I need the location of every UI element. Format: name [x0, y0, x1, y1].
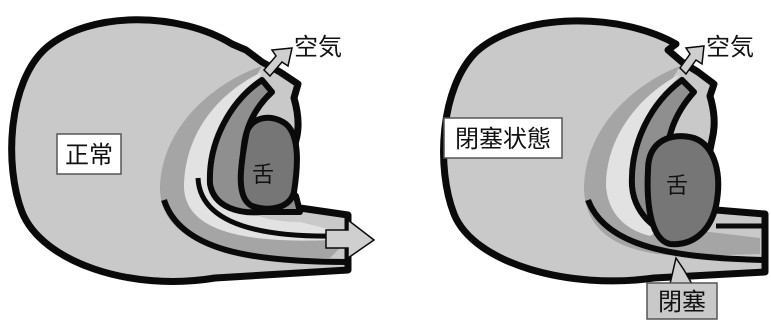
- obstruction-label: 閉塞: [658, 288, 706, 316]
- normal-throat-upper-wall: [195, 177, 341, 239]
- normal-air-label: 空気: [294, 33, 342, 61]
- obstructed-air-label: 空気: [706, 33, 754, 61]
- normal-airflow-arrow: [325, 218, 376, 260]
- normal-throat-wall: [161, 199, 349, 265]
- obstructed-airway-channel: [606, 74, 680, 236]
- obstructed-tongue-label: 舌: [666, 174, 688, 199]
- normal-state-box: [56, 133, 122, 175]
- obstructed-state-label: 閉塞状態: [455, 125, 551, 153]
- obstructed-state-box: [443, 117, 563, 159]
- normal-air-inlet-arrow: [262, 47, 293, 78]
- normal-panel: 空気 舌 正常: [8, 16, 376, 285]
- obstructed-throat-wall: [585, 198, 766, 263]
- obstructed-tongue: [644, 133, 722, 248]
- obstructed-panel: 空気 舌 閉塞状態 閉塞: [440, 17, 769, 320]
- obstructed-air-inlet-arrow: [679, 45, 705, 76]
- normal-tongue: [237, 114, 300, 212]
- obstruction-label-box: [646, 282, 718, 320]
- normal-tongue-label: 舌: [252, 163, 274, 188]
- normal-state-label: 正常: [65, 141, 113, 169]
